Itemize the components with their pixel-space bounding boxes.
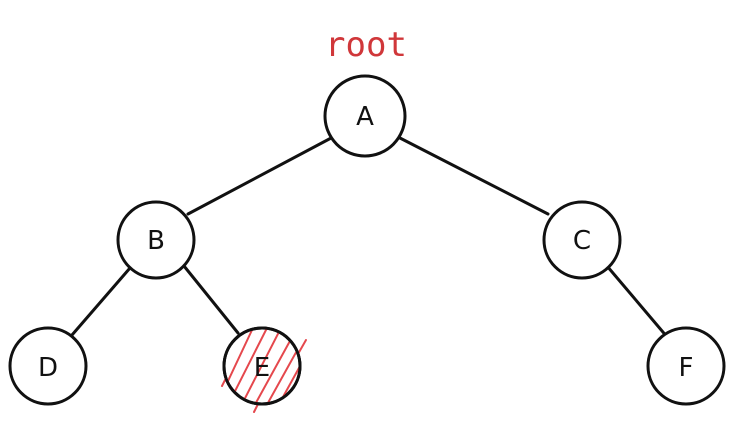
node-e: E: [221, 326, 307, 413]
node-c: C: [542, 200, 622, 280]
node-f-label: F: [679, 353, 694, 383]
edge-b-e: [182, 264, 240, 335]
node-b-label: B: [147, 226, 165, 256]
edge-a-c: [396, 135, 550, 216]
edges: [70, 135, 670, 340]
node-d: D: [8, 326, 88, 406]
node-b: B: [116, 200, 196, 280]
edge-b-d: [70, 266, 132, 337]
edge-a-b: [186, 135, 335, 216]
node-d-label: D: [38, 353, 58, 383]
root-label: root: [325, 25, 407, 65]
node-c-label: C: [573, 226, 591, 256]
edge-c-f: [605, 264, 670, 340]
node-a: A: [323, 74, 407, 158]
node-f: F: [646, 326, 726, 406]
node-e-label: E: [254, 353, 270, 383]
node-a-label: A: [356, 102, 374, 132]
